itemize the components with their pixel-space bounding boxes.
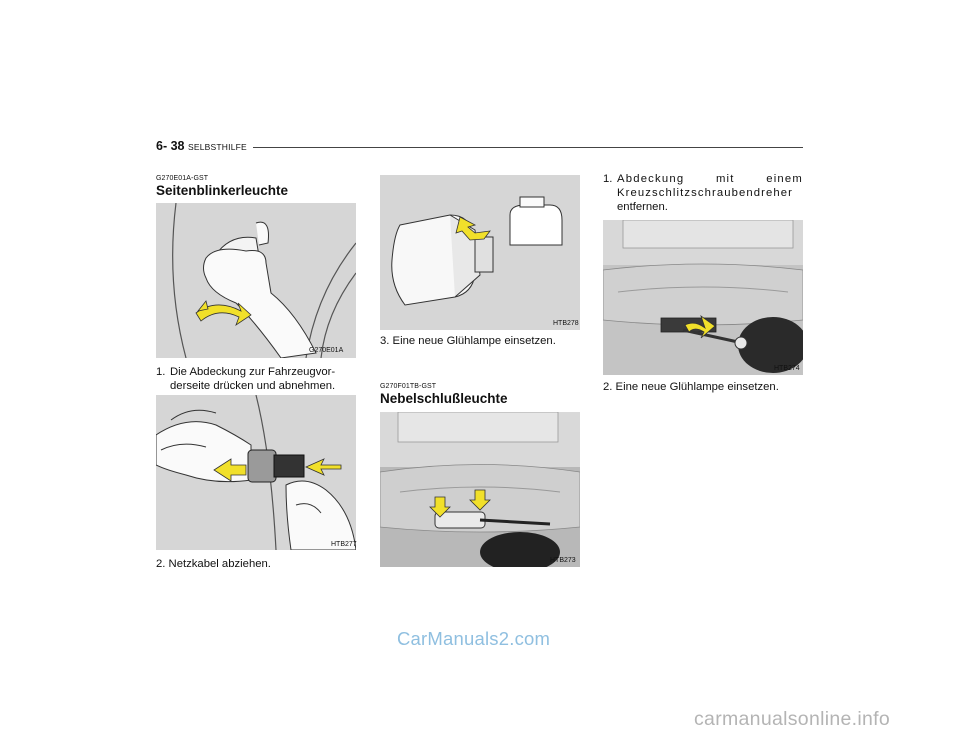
figure-disconnect-cable bbox=[156, 395, 356, 550]
page-number: 6- 38 bbox=[156, 139, 185, 153]
step-text: Kreuzschlitzschraubendreher bbox=[617, 187, 794, 199]
step-3: 3. Eine neue Glühlampe einsetzen. bbox=[380, 335, 556, 347]
step-1: 1. Abdeckung mit einem Kreuzschlitzschra… bbox=[603, 172, 803, 214]
header-rule bbox=[253, 147, 803, 148]
figure-label: HTB273 bbox=[550, 557, 576, 564]
step-text: Die Abdeckung zur Fahrzeugvor- bbox=[170, 366, 336, 378]
section-title: SELBSTHILFE bbox=[188, 142, 247, 152]
watermark-carmanuals[interactable]: CarManuals2.com bbox=[397, 628, 551, 649]
step-2: 2. Netzkabel abziehen. bbox=[156, 558, 271, 570]
section-heading: Nebelschlußleuchte bbox=[380, 391, 508, 406]
figure-new-bulb bbox=[380, 175, 580, 330]
figure-remove-cover-screw bbox=[603, 220, 803, 375]
step-number: 1. bbox=[156, 366, 166, 378]
figure-label: HTB274 bbox=[774, 365, 800, 372]
step-1: 1. Die Abdeckung zur Fahrzeugvor- derseit… bbox=[156, 365, 356, 393]
section-code: G270F01TB-GST bbox=[380, 383, 437, 390]
watermark-carmanualsonline[interactable]: carmanualsonline.info bbox=[694, 708, 890, 730]
step-number: 1. bbox=[603, 173, 613, 185]
figure-fog-lamp-screws bbox=[380, 412, 580, 567]
step-text: derseite drücken und abnehmen. bbox=[170, 380, 336, 392]
figure-label: HTB278 bbox=[553, 320, 579, 327]
figure-side-lamp-cover bbox=[156, 203, 356, 358]
step-text: entfernen. bbox=[617, 201, 668, 213]
step-2: 2. Eine neue Glühlampe einsetzen. bbox=[603, 381, 779, 393]
figure-label: G270E01A bbox=[309, 347, 344, 354]
section-code: G270E01A-GST bbox=[156, 175, 209, 182]
section-heading: Seitenblinkerleuchte bbox=[156, 183, 289, 198]
step-text: Abdeckung mit einem bbox=[617, 173, 803, 185]
figure-label: HTB277 bbox=[331, 541, 357, 548]
